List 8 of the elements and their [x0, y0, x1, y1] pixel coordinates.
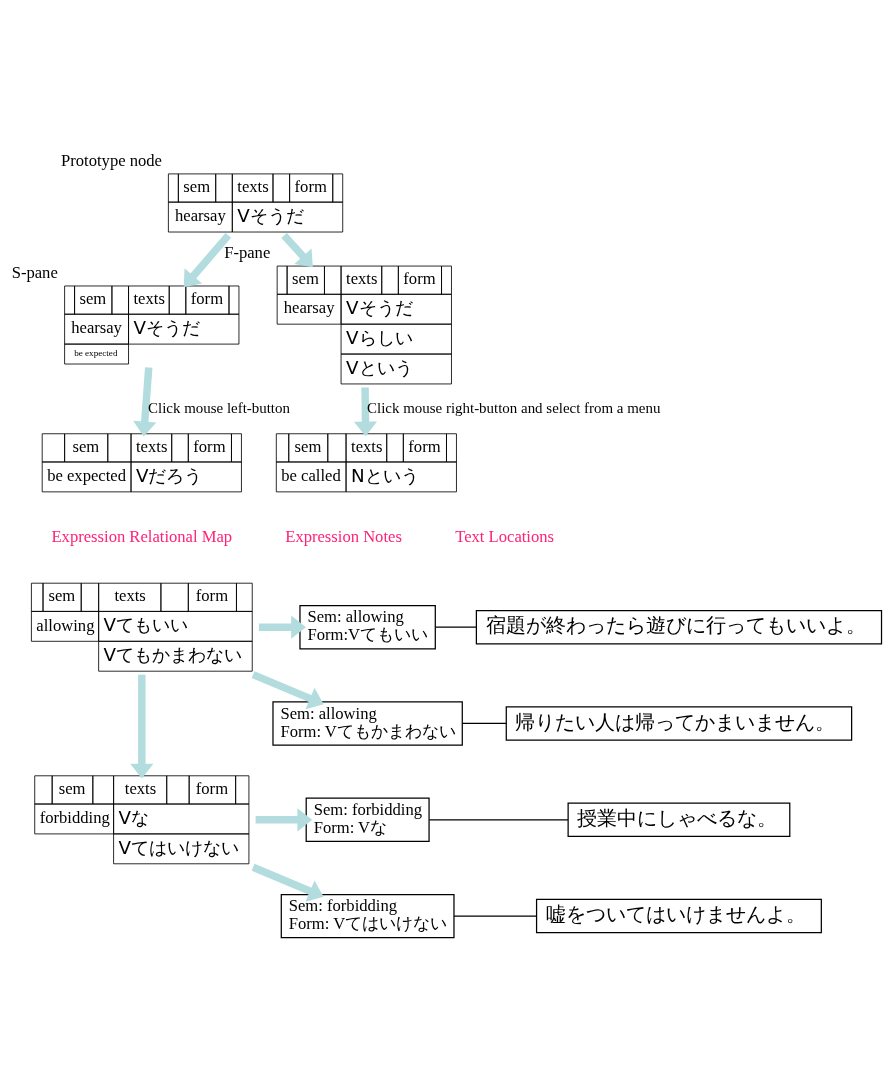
node-label: F-pane: [224, 242, 271, 262]
node-label: S-pane: [11, 262, 58, 282]
label: Expression Notes: [285, 526, 402, 546]
edge-label: Click mouse left-button: [148, 399, 290, 416]
node-label: Prototype node: [61, 150, 162, 170]
label: Text Locations: [455, 526, 555, 546]
edge-label: Click mouse right-button and select from a menu: [367, 399, 661, 416]
label: Expression Relational Map: [51, 526, 233, 546]
